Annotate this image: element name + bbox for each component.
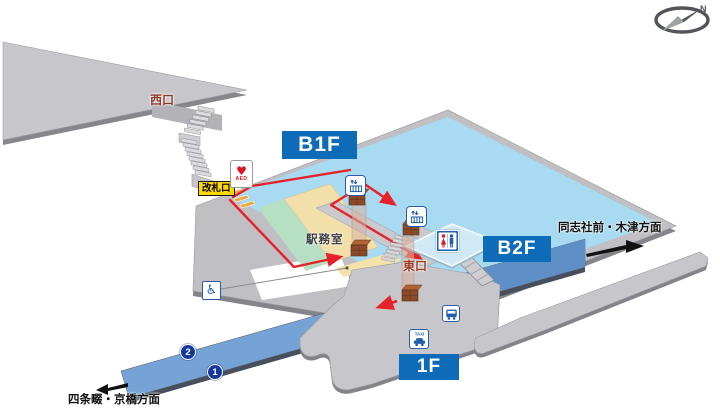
wheelchair-glyph: ♿ bbox=[205, 283, 218, 298]
aed-label: AED bbox=[235, 175, 248, 182]
compass-north-label: N bbox=[700, 4, 707, 14]
station-office-label: 駅務室 bbox=[306, 234, 344, 246]
elevator-shaft-office bbox=[348, 188, 372, 257]
westbound-arrow bbox=[96, 383, 128, 395]
taxi-icon: TAXI bbox=[409, 329, 429, 349]
escalator-glyph bbox=[410, 210, 423, 223]
compass-icon: N bbox=[654, 4, 710, 34]
west-plaza bbox=[2, 41, 248, 145]
floor-label-b1f: B1F bbox=[282, 131, 357, 159]
wheelchair-icon: ♿ bbox=[202, 281, 221, 300]
floor-label-1f: 1F bbox=[399, 354, 459, 380]
bus-stop-icon bbox=[442, 305, 460, 322]
escalator-icon bbox=[345, 175, 366, 196]
escalator-icon bbox=[406, 206, 427, 227]
track-2-badge: 2 bbox=[180, 344, 196, 360]
wheelchair-leader-line bbox=[220, 266, 349, 290]
aed-icon: ♥ AED bbox=[230, 160, 253, 188]
restroom-glyph bbox=[438, 232, 457, 250]
east-exit-label: 東口 bbox=[403, 259, 428, 273]
ticket-gate-sign: 改札口 bbox=[198, 181, 235, 196]
track-1-badge: 1 bbox=[207, 364, 223, 380]
route-line-platform bbox=[375, 295, 398, 310]
westbound-direction-label: 四条畷・京橋方面 bbox=[68, 394, 160, 406]
taxi-glyph: TAXI bbox=[413, 331, 425, 346]
eastbound-arrow bbox=[586, 240, 644, 257]
taxi-label: TAXI bbox=[414, 331, 424, 336]
west-exit-label: 西口 bbox=[150, 93, 175, 107]
escalator-glyph bbox=[349, 179, 362, 192]
bus-glyph bbox=[445, 309, 457, 320]
elevator-shaft-east-exit bbox=[401, 218, 424, 302]
eastbound-direction-label: 同志社前・木津方面 bbox=[558, 222, 662, 234]
office-green-strip bbox=[258, 199, 332, 271]
aed-heart-glyph: ♥ bbox=[236, 164, 247, 179]
restroom-icon bbox=[436, 230, 459, 252]
floor-label-b2f: B2F bbox=[483, 236, 551, 262]
